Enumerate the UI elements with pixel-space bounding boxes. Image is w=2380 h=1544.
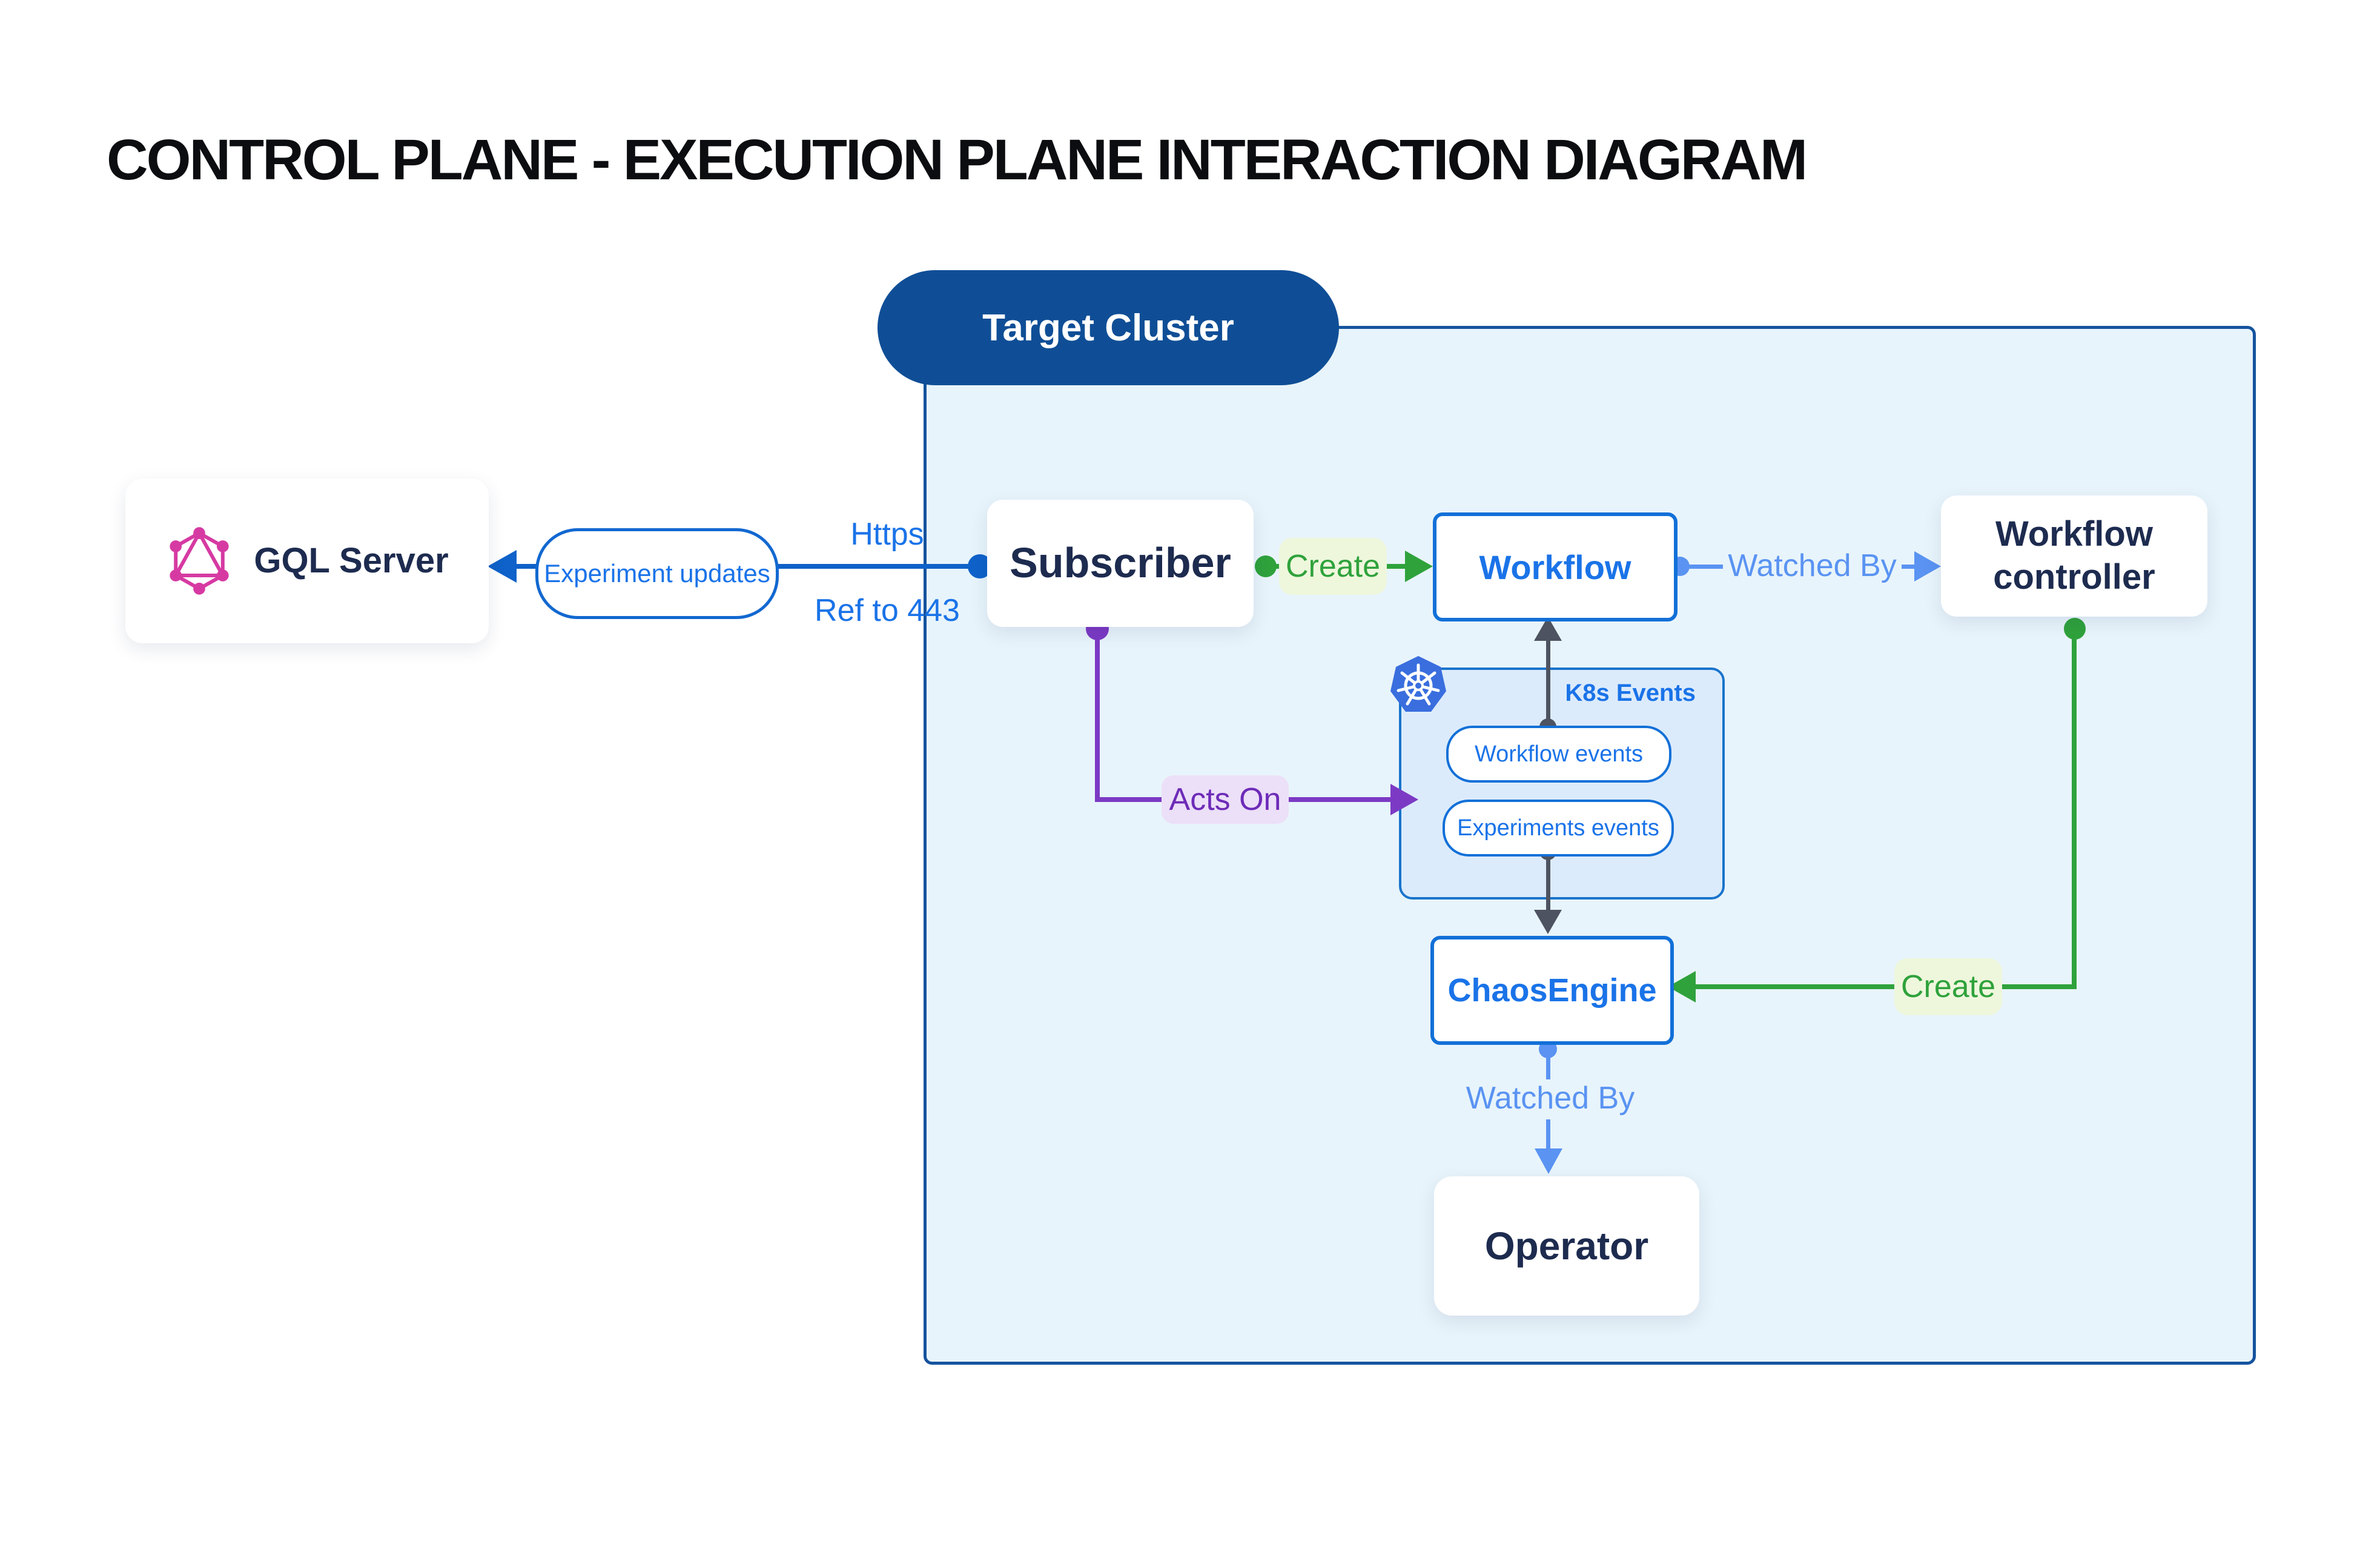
https-label: Https <box>850 517 924 552</box>
watched-by2-line-a <box>1546 1054 1550 1079</box>
node-workflow: Workflow <box>1433 512 1678 621</box>
create-chaos-engine-label: Create <box>1894 958 2002 1015</box>
https-arrowhead-left <box>488 550 517 583</box>
watched-by2-arrowhead <box>1535 1148 1562 1174</box>
watched-by2-line-b <box>1546 1119 1550 1150</box>
node-subscriber: Subscriber <box>987 500 1254 627</box>
experiments-events-label: Experiments events <box>1457 815 1659 841</box>
subscriber-label: Subscriber <box>1010 539 1231 587</box>
node-chaos-engine: ChaosEngine <box>1430 936 1674 1045</box>
workflow-events-pill: Workflow events <box>1446 726 1671 783</box>
k8s-to-workflow-line <box>1546 638 1550 727</box>
acts-on-line-vertical <box>1095 636 1100 800</box>
create2-line-vertical <box>2072 636 2077 987</box>
node-gql-server: GQL Server <box>125 479 489 643</box>
events-to-chaosengine-line <box>1546 853 1550 911</box>
ref-to-443-label: Ref to 443 <box>815 593 960 628</box>
page-title: CONTROL PLANE - EXECUTION PLANE INTERACT… <box>107 128 1808 192</box>
target-cluster-pill: Target Cluster <box>878 270 1339 385</box>
create-workflow-label: Create <box>1279 538 1387 595</box>
kubernetes-icon <box>1390 656 1446 712</box>
k8s-events-box <box>1399 668 1725 900</box>
target-cluster-label: Target Cluster <box>982 306 1234 349</box>
experiment-updates-pill: Experiment updates <box>535 528 779 619</box>
workflow-label: Workflow <box>1479 548 1631 586</box>
experiment-updates-label: Experiment updates <box>544 558 770 588</box>
chaos-engine-label: ChaosEngine <box>1447 972 1657 1009</box>
watched-by-operator-label: Watched By <box>1466 1081 1635 1116</box>
experiments-events-pill: Experiments events <box>1443 800 1674 856</box>
create-arrowhead <box>1405 551 1433 582</box>
operator-label: Operator <box>1484 1224 1649 1268</box>
graphql-icon <box>170 527 229 595</box>
workflow-controller-label: Workflow controller <box>1993 514 2155 597</box>
acts-on-label: Acts On <box>1162 775 1289 824</box>
acts-on-arrowhead <box>1390 784 1418 815</box>
node-operator: Operator <box>1434 1176 1699 1316</box>
node-workflow-controller: Workflow controller <box>1941 495 2207 617</box>
watched-by-arrowhead <box>1914 551 1941 581</box>
create2-line-horizontal <box>1696 984 2077 989</box>
watched-by-workflow-label: Watched By <box>1723 546 1902 585</box>
k8s-events-label: K8s Events <box>1565 680 1696 706</box>
workflow-events-label: Workflow events <box>1474 741 1644 767</box>
events-to-chaosengine-arrowhead <box>1534 910 1562 934</box>
gql-server-label: GQL Server <box>254 540 449 580</box>
